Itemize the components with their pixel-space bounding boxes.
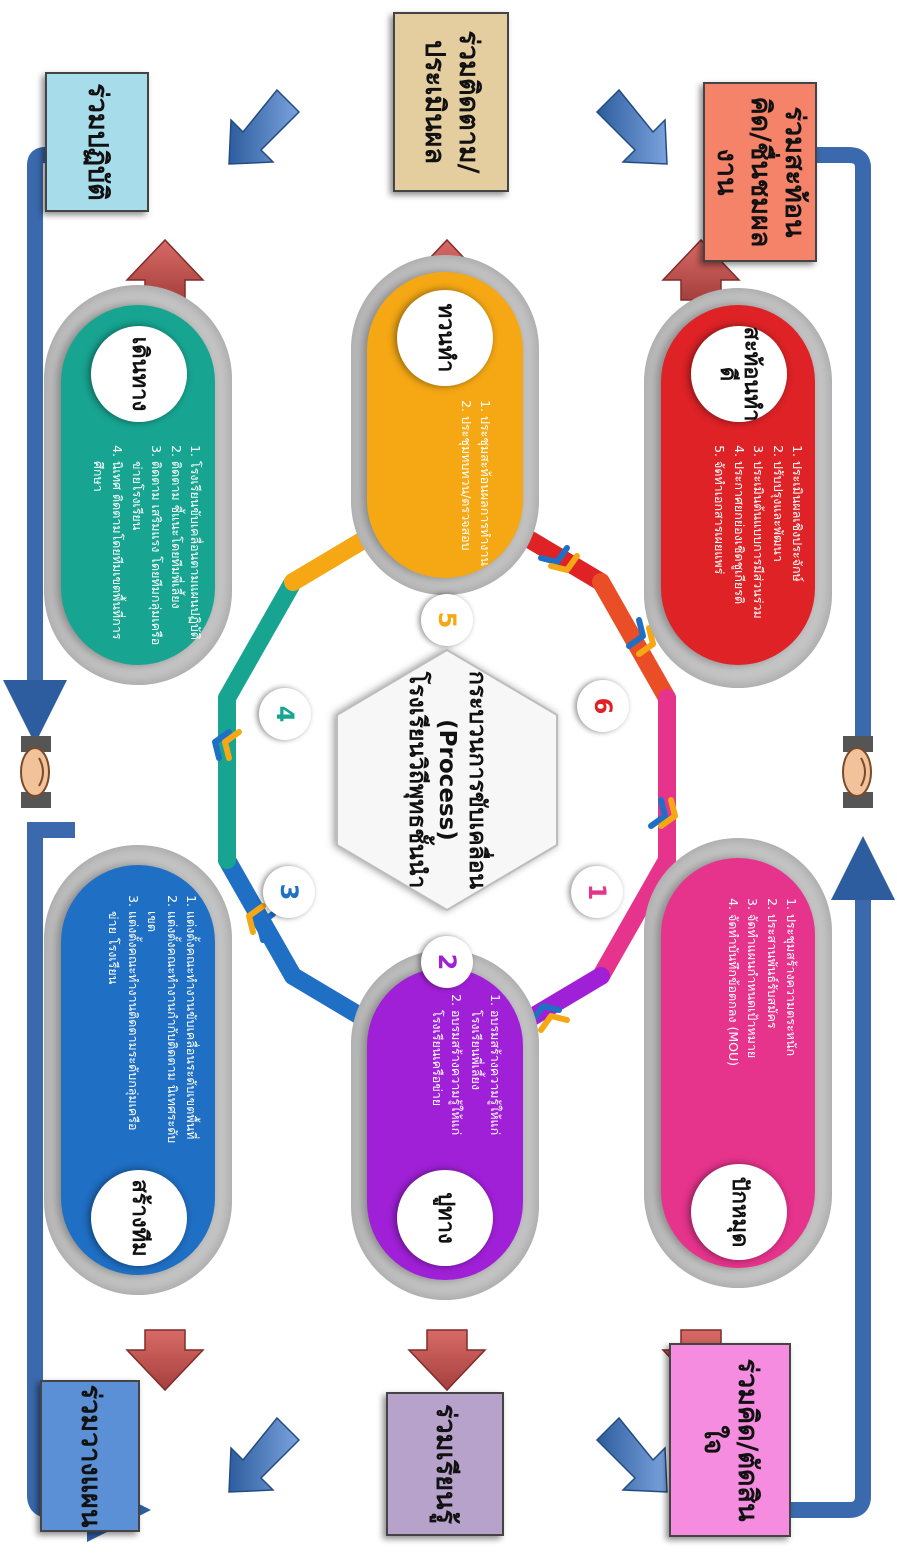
arrow-step3-to-plan (125, 1329, 205, 1392)
loop-arrow-bottom-right (745, 123, 871, 750)
list-item: อบรมสร้างความรู้ให้แก่โรงเรียนพี่เลี้ยง (466, 1010, 505, 1180)
list-item: ติดตาม ชี้แนะโดยทีมพี่เลี้ยง (166, 461, 185, 661)
list-item: แต่งตั้งคณะทำงานกำกับติดตาม นิเทศระดับเข… (143, 911, 182, 1151)
center-title-line1: กระบวนการขับเคลื่อน (463, 670, 490, 890)
box-act: ร่วมปฏิบัติ (45, 72, 149, 212)
list-item: ประเมินต้นแบบการมีส่วนร่วม (749, 461, 768, 661)
step-5-number: 5 (421, 594, 473, 646)
list-item: ประเมินผลเชิงประจักษ์ (788, 461, 807, 661)
loop-arrow-top-right (3, 147, 119, 744)
step-4-items: โรงเรียนขับเคลื่อนตามแผนปฏิบัติ ติดตาม ช… (89, 445, 205, 661)
step-1-items: ประชุมสร้างความตระหนัก ประสานพันธ์รับสมั… (724, 898, 802, 1154)
box-reflect: ร่วมสะท้อนคิด/ชื่นชมผลงาน (703, 82, 817, 262)
list-item: แต่งตั้งคณะทำงานขับเคลื่อนระดับเขตพื้นที… (182, 911, 201, 1151)
step-1-title: ปักหมุด (691, 1164, 787, 1260)
step-5-items: ประชุมสะท้อนผลการทำงาน ประชุมทบทวน/ตรวจส… (456, 400, 495, 586)
list-item: จัดทำบันทึกข้อตกลง (MOU) (724, 914, 743, 1154)
handshake-icon (842, 736, 873, 808)
arrow-learn-to-decide (595, 1416, 668, 1493)
center-hexagon (336, 648, 558, 912)
step-5-title: ทวนทำ (397, 290, 493, 386)
box-decide: ร่วมคิด/ตัดสินใจ (669, 1343, 791, 1537)
box-evaluate: ร่วมติดตาม/ประเมินผล (393, 12, 509, 192)
step-6-title: สะท้อนทำดี (691, 326, 787, 422)
arrow-step6-to-reflect (661, 238, 741, 301)
list-item: โรงเรียนขับเคลื่อนตามแผนปฏิบัติ (186, 461, 205, 661)
arrow-act-to-evaluate (228, 88, 301, 165)
step-3-title: สร้างทีม (91, 1170, 187, 1266)
list-item: ประกาศยกย่องเชิดชูเกียรติ (730, 461, 749, 661)
loop-arrow-bottom-left (777, 836, 895, 1518)
list-item: จัดทำแผนกำหนดเป้าหมาย (743, 914, 762, 1154)
arrow-evaluate-to-reflect (595, 88, 668, 165)
step-3-items: แต่งตั้งคณะทำงานขับเคลื่อนระดับเขตพื้นที… (104, 895, 201, 1151)
step-2-title: ปูทาง (397, 1170, 493, 1266)
list-item: ประสานพันธ์รับสมัคร (762, 914, 781, 1154)
box-learn: ร่วมเรียนรู้ (386, 1392, 504, 1536)
box-plan: ร่วมวางแผน (40, 1380, 140, 1532)
step-1-number: 1 (571, 866, 623, 918)
list-item: ติดตาม เสริมแรง โดยทีมกลุ่มเครือข่ายโรงเ… (128, 461, 167, 661)
list-item: ประชุมสร้างความตระหนัก (782, 914, 801, 1154)
center-title-line3: โรงเรียนวิถีพุทธชั้นนำ (404, 671, 431, 889)
center-title: กระบวนการขับเคลื่อน (Process) โรงเรียนวิ… (351, 650, 541, 910)
arrow-step2-to-learn (407, 1329, 487, 1392)
arrow-plan-to-learn (228, 1416, 301, 1493)
list-item: จัดทำเอกสารเผยแพร่ (710, 461, 729, 661)
step-3-number: 3 (263, 866, 315, 918)
list-item: นิเทศ ติดตามโดยทีมเขตพื้นที่การศึกษา (89, 461, 128, 661)
list-item: ประชุมสะท้อนผลการทำงาน (476, 416, 495, 586)
step-4-title: เดินทาง (91, 326, 187, 422)
step-2-number: 2 (421, 936, 473, 988)
step-2-items: อบรมสร้างความรู้ให้แก่โรงเรียนพี่เลี้ยง … (428, 994, 506, 1180)
center-title-line2: (Process) (433, 719, 460, 841)
list-item: ปรับปรุงและพัฒนา (768, 461, 787, 661)
step-6-items: ประเมินผลเชิงประจักษ์ ปรับปรุงและพัฒนา ป… (710, 445, 807, 661)
list-item: อบรมสร้างความรู้ให้แก่โรงเรียนเครือข่าย (428, 1010, 467, 1180)
handshake-icon (20, 736, 51, 808)
step-6-number: 6 (577, 680, 629, 732)
list-item: แต่งตั้งคณะทำงานติดตามระดับกลุ่มเครือข่า… (104, 911, 143, 1151)
step-4-number: 4 (259, 688, 311, 740)
list-item: ประชุมทบทวน/ตรวจสอบ (456, 416, 475, 586)
